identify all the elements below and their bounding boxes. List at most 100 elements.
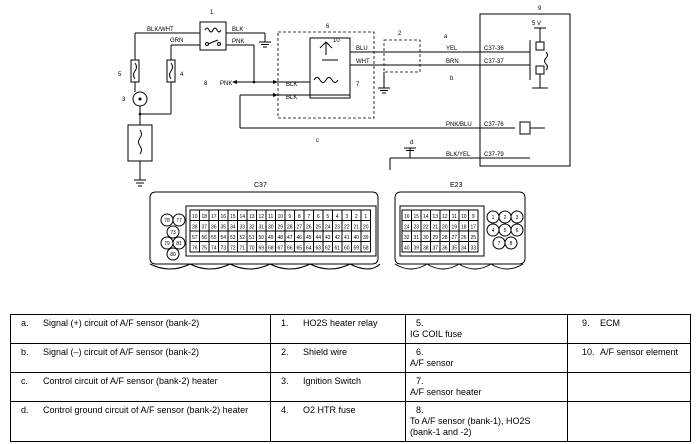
legend-text: Ignition Switch [303, 376, 362, 386]
e23-round-pin [510, 223, 524, 237]
c37-pin-label: 21 [353, 225, 359, 231]
blk-yel-label: BLK/YEL [446, 152, 471, 158]
c37-pin-label: 64 [306, 246, 312, 252]
blk-conn1-label: BLK [286, 82, 297, 88]
c37-pin-label: 73 [220, 246, 226, 252]
c37-pin-label: 12 [258, 214, 264, 220]
c37-pin-label: 28 [287, 225, 293, 231]
c37-pin-label: 69 [258, 246, 264, 252]
c37-pin-label: 24 [325, 225, 331, 231]
c37-pin-label: 41 [344, 235, 350, 241]
e23-round-pin [504, 236, 518, 250]
e23-pin-label: 10 [461, 214, 467, 220]
c37-pin-label: 65 [296, 246, 302, 252]
e23-pin-label: 12 [442, 214, 448, 220]
pnk-top-label: PNK [232, 39, 244, 45]
c37-pin-label: 27 [296, 225, 302, 231]
legend-id: c. [21, 376, 29, 386]
callout-5: 5 [118, 72, 122, 78]
legend-id: d. [21, 405, 29, 415]
c37-pin-label: 20 [363, 225, 369, 231]
e23-pin-label: 38 [423, 246, 429, 252]
c37-pin-label: 72 [230, 246, 236, 252]
legend-row: b.Signal (–) circuit of A/F sensor (bank… [10, 343, 691, 373]
legend-text: Signal (+) circuit of A/F sensor (bank-2… [43, 318, 200, 328]
c37-pin-label: 58 [363, 246, 369, 252]
legend-text: O2 HTR fuse [303, 405, 356, 415]
c37-pin-label: 2 [355, 214, 358, 220]
c37-round-pin-label: 77 [176, 218, 182, 224]
callout-d: d [410, 140, 413, 146]
legend-cell: 4.O2 HTR fuse [270, 401, 406, 442]
c37-pin-label: 31 [258, 225, 264, 231]
c37-round-pin-label: 80 [170, 252, 176, 258]
legend-id: 5. [416, 318, 424, 328]
c37-pin-label: 3 [345, 214, 348, 220]
e23-pin-label: 20 [442, 225, 448, 231]
pnk-left-label: PNK [220, 81, 232, 87]
c37-pin-label: 15 [230, 214, 236, 220]
legend-cell: 5.IG COIL fuse [405, 314, 568, 344]
e23-pin-label: 18 [461, 225, 467, 231]
legend-text: ECM [600, 318, 620, 328]
c37-pin-label: 10 [192, 214, 198, 220]
legend-cell: 10.A/F sensor element [567, 343, 691, 373]
legend-cell: b.Signal (–) circuit of A/F sensor (bank… [10, 343, 271, 373]
legend-text: A/F sensor element [600, 347, 679, 357]
e23-pin-label: 28 [442, 235, 448, 241]
c37-round-pin [166, 247, 180, 261]
c37-pin-cell [360, 241, 371, 253]
c37-pin-label: 57 [192, 235, 198, 241]
e23-pin-label: 37 [432, 246, 438, 252]
e23-pin-label: 39 [413, 246, 419, 252]
e23-pin-cell [468, 241, 479, 253]
callout-3: 3 [122, 97, 126, 103]
e23-pin-label: 23 [413, 225, 419, 231]
c37-pin-label: 30 [268, 225, 274, 231]
blk-wht-label: BLK/WHT [147, 27, 174, 33]
callout-6: 6 [326, 24, 330, 30]
e23-pin-label: 26 [461, 235, 467, 241]
callout-b: b [450, 76, 454, 82]
e23-pin-label: 25 [470, 235, 476, 241]
e23-round-pin-label: 7 [498, 241, 501, 247]
legend-id: 3. [281, 376, 289, 386]
c37-pin-label: 25 [315, 225, 321, 231]
legend-id: 8. [416, 405, 424, 415]
c37-pin-label: 76 [192, 246, 198, 252]
c37-pin-label: 44 [315, 235, 321, 241]
c37-title: C37 [254, 182, 267, 189]
c37-pin-label: 75 [201, 246, 207, 252]
c37-37-label: C37-37 [484, 59, 504, 65]
c37-pin-label: 7 [307, 214, 310, 220]
e23-pin-label: 17 [470, 225, 476, 231]
e23-round-pin-label: 2 [504, 215, 507, 221]
brn-label: BRN [446, 59, 459, 65]
legend-cell [567, 401, 691, 442]
wht-label: WHT [356, 59, 370, 65]
e23-pin-label: 35 [451, 246, 457, 252]
e23-pin-label: 30 [423, 235, 429, 241]
c37-pin-label: 62 [325, 246, 331, 252]
legend-text: A/F sensor heater [410, 387, 482, 397]
legend-cell: 1. HO2S heater relay [270, 314, 406, 344]
callout-a: a [444, 34, 448, 40]
legend-text: A/F sensor [410, 358, 454, 368]
c37-pin-label: 37 [201, 225, 207, 231]
c37-round-pin-label: 81 [176, 241, 182, 247]
legend-id: 1. [281, 318, 289, 328]
legend-text: IG COIL fuse [410, 329, 463, 339]
legend-row: a. Signal (+) circuit of A/F sensor (bank… [10, 314, 691, 344]
c37-pin-label: 35 [220, 225, 226, 231]
c37-pin-label: 50 [258, 235, 264, 241]
legend-id: a. [21, 318, 29, 328]
legend-table: a. Signal (+) circuit of A/F sensor (bank… [10, 314, 691, 442]
e23-pin-label: 33 [470, 246, 476, 252]
c37-round-pin [172, 236, 186, 250]
c37-pin-label: 8 [298, 214, 301, 220]
c37-pin-label: 46 [296, 235, 302, 241]
c37-pin-label: 61 [334, 246, 340, 252]
pnk-blu-label: PNK/BLU [446, 122, 472, 128]
legend-text: HO2S heater relay [303, 318, 378, 328]
